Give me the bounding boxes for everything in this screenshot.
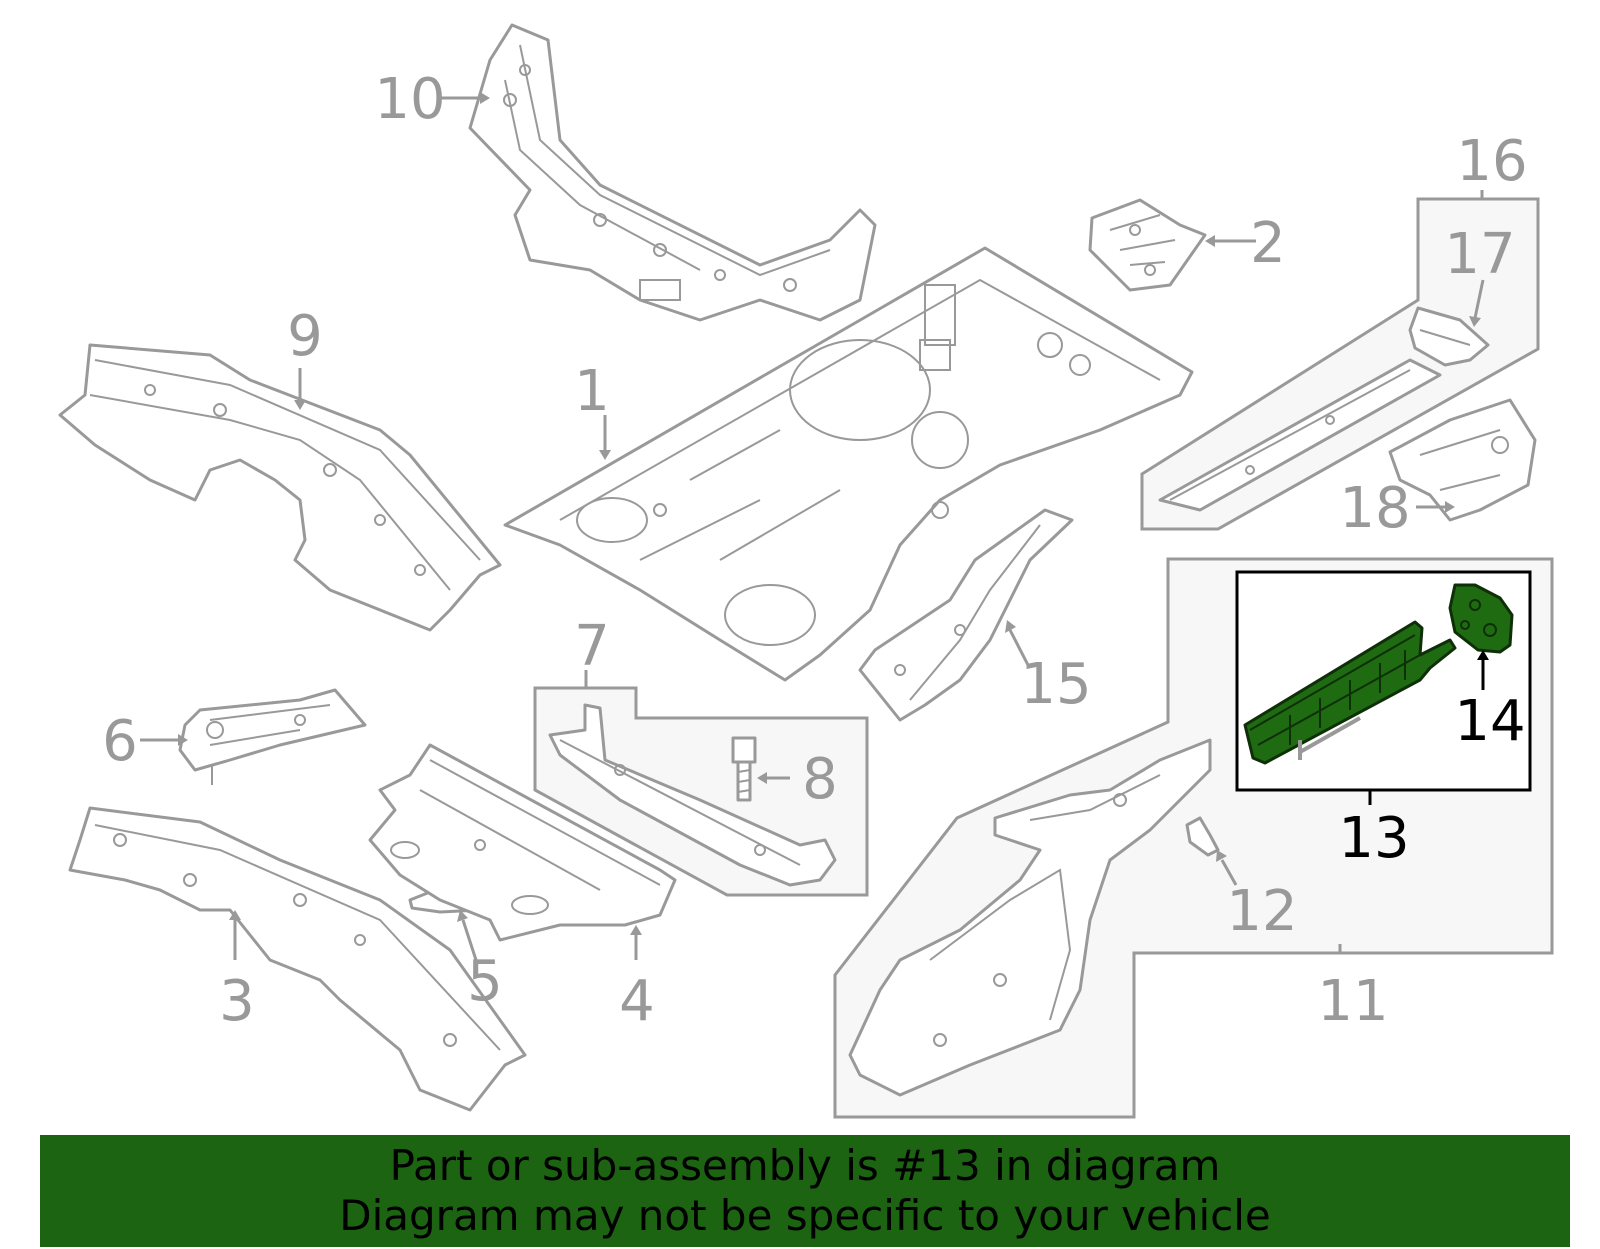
callout-18: 18 [1339,476,1410,541]
part-17-bracket [1408,306,1490,367]
callout-3: 3 [219,969,255,1034]
part-3-lower-rail [68,806,527,1112]
callout-8: 8 [802,747,838,812]
part-9-side-rail [58,343,502,632]
callout-7: 7 [574,614,610,679]
part-10-crossmember [468,23,877,322]
callout-17: 17 [1444,222,1515,287]
banner-line-2: Diagram may not be specific to your vehi… [339,1191,1271,1240]
part-7-crossmember [548,703,837,887]
part-12-clip [1185,816,1220,857]
info-banner: Part or sub-assembly is #13 in diagram D… [40,1135,1570,1247]
callout-13: 13 [1338,806,1409,871]
callout-16: 16 [1456,129,1527,194]
callout-1: 1 [574,359,610,424]
group-box-16 [1140,197,1540,531]
callout-6: 6 [102,709,138,774]
callout-4: 4 [619,969,655,1034]
callout-9: 9 [287,304,323,369]
callout-2: 2 [1250,211,1286,276]
part-14-highlighted [1448,583,1514,654]
part-11-wheelhouse [848,738,1212,1097]
part-6-bracket [178,688,367,785]
leader-lines [140,92,1489,961]
callout-11: 11 [1317,969,1388,1034]
callout-10: 10 [374,67,445,132]
callout-14: 14 [1454,689,1525,754]
callout-15: 15 [1020,652,1091,717]
part-18-bracket [1388,398,1537,522]
part-8-bolt [731,736,757,802]
part-13-highlighted [1243,620,1457,765]
part-16-rail [1158,358,1442,512]
part-2-bracket [1088,198,1207,292]
callout-12: 12 [1226,879,1297,944]
part-1-floor-pan [503,246,1194,682]
callout-5: 5 [467,949,503,1014]
banner-line-1: Part or sub-assembly is #13 in diagram [389,1141,1221,1190]
part-15-panel [858,508,1074,722]
part-4-crossmember [368,743,677,942]
